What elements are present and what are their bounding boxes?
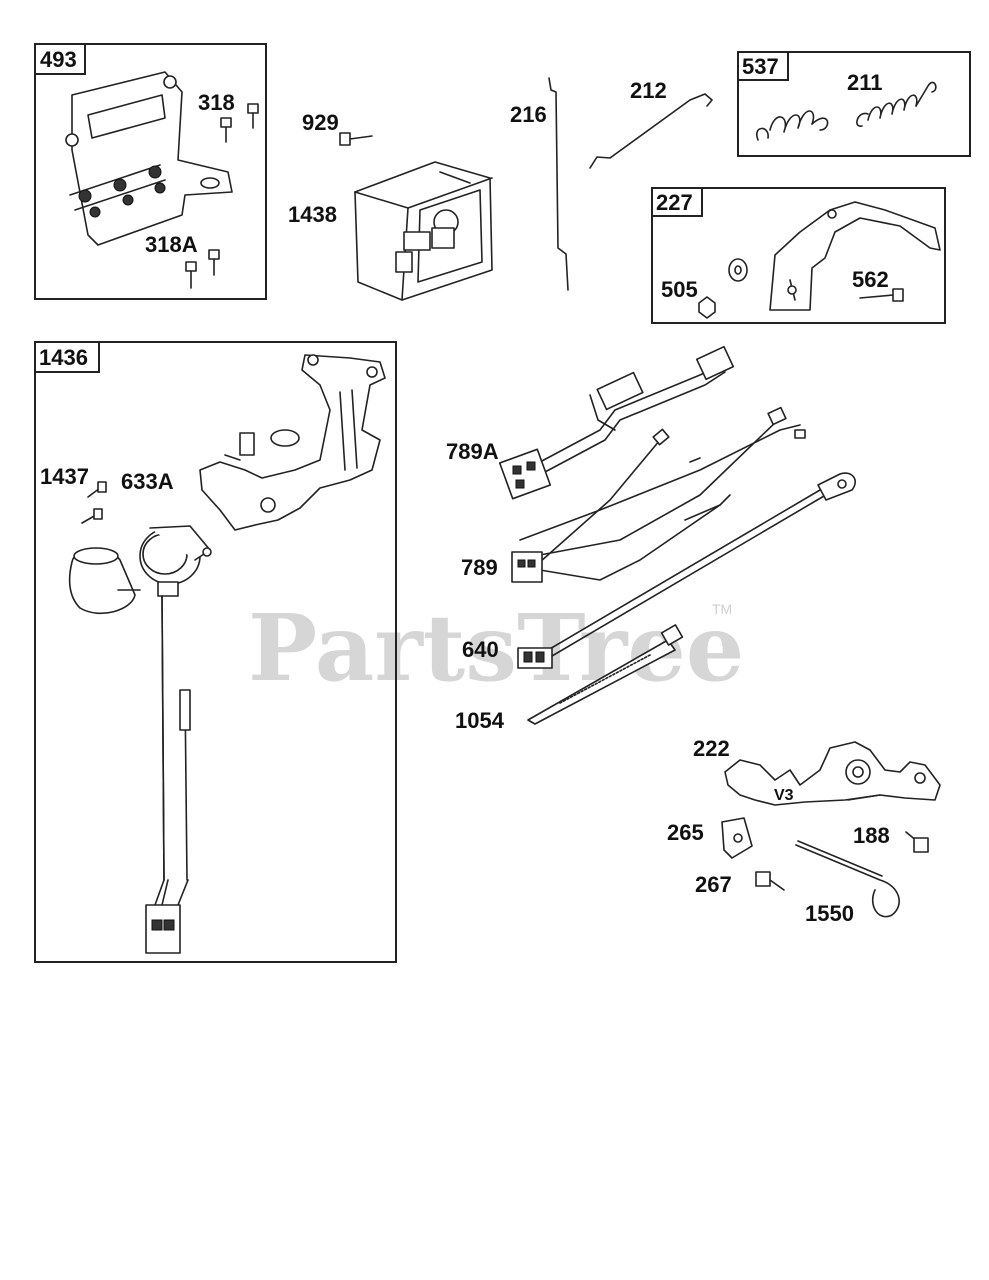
part-marking-V3: V3 — [774, 787, 794, 804]
part-label-265[interactable]: 265 — [667, 820, 704, 845]
part-label-318[interactable]: 318 — [198, 90, 235, 115]
group-537-frame — [737, 51, 971, 157]
screw-318-icon[interactable] — [220, 103, 259, 143]
cable-tie-1054[interactable] — [527, 624, 684, 725]
group-1436: 1436 1437 633A — [34, 341, 397, 963]
screw-267-icon[interactable] — [755, 871, 785, 891]
group-537-label[interactable]: 537 — [742, 54, 779, 79]
spring-1550-icon[interactable] — [795, 840, 900, 918]
group-493-label[interactable]: 493 — [40, 47, 77, 72]
part-label-212[interactable]: 212 — [630, 78, 667, 103]
rod-216[interactable] — [548, 77, 569, 291]
group-493: 493 318 — [34, 43, 267, 300]
spring-211-icon[interactable] — [856, 81, 937, 127]
washer-505-icon[interactable] — [698, 258, 748, 319]
wire-640[interactable] — [517, 472, 856, 669]
group-493-frame — [34, 43, 267, 300]
part-label-1438[interactable]: 1438 — [288, 202, 337, 227]
group-1436-label[interactable]: 1436 — [39, 345, 88, 370]
part-label-640[interactable]: 640 — [462, 637, 499, 662]
part-label-318A[interactable]: 318A — [145, 232, 198, 257]
part-label-633A[interactable]: 633A — [121, 469, 174, 494]
link-212[interactable] — [589, 93, 713, 169]
group-227-tab — [651, 187, 703, 217]
harness-789[interactable] — [511, 406, 806, 583]
screw-188-icon[interactable] — [905, 831, 929, 853]
screw-929-icon[interactable] — [339, 132, 373, 146]
group-537: 537 211 — [737, 51, 971, 157]
spring-537-icon[interactable] — [755, 110, 829, 141]
bracket-227[interactable] — [769, 201, 941, 311]
harness-789A[interactable] — [498, 345, 735, 500]
watermark-trademark: TM — [712, 601, 732, 617]
screw-318A-icon[interactable] — [185, 249, 220, 289]
part-label-929[interactable]: 929 — [302, 110, 339, 135]
part-label-211[interactable]: 211 — [847, 70, 883, 95]
mounting-bracket-493[interactable] — [65, 71, 233, 246]
part-label-789[interactable]: 789 — [461, 555, 498, 580]
part-label-216[interactable]: 216 — [510, 102, 547, 127]
module-1438[interactable] — [354, 161, 493, 301]
part-label-1437[interactable]: 1437 — [40, 464, 89, 489]
part-label-1550[interactable]: 1550 — [805, 901, 854, 926]
screw-562-icon[interactable] — [859, 288, 904, 302]
ignition-switch[interactable] — [139, 525, 212, 597]
group-1436-tab — [34, 341, 100, 373]
group-493-tab — [34, 43, 86, 75]
screw-1437-icon[interactable] — [81, 481, 107, 524]
part-label-222[interactable]: 222 — [693, 736, 730, 761]
key-switch-knob[interactable] — [68, 547, 141, 615]
group-1436-frame — [34, 341, 397, 963]
part-label-188[interactable]: 188 — [853, 823, 890, 848]
clip-265-icon[interactable] — [721, 817, 753, 859]
part-label-267[interactable]: 267 — [695, 872, 732, 897]
group-537-tab — [737, 51, 789, 81]
control-bracket-1436[interactable] — [199, 354, 386, 531]
switch-harness[interactable] — [145, 595, 191, 954]
part-label-1054[interactable]: 1054 — [455, 708, 505, 733]
bracket-222[interactable] — [724, 741, 941, 806]
group-227-label[interactable]: 227 — [656, 190, 693, 215]
group-227: 227 505 562 — [651, 187, 946, 324]
part-label-505[interactable]: 505 — [661, 277, 698, 302]
group-227-frame — [651, 187, 946, 324]
part-label-789A[interactable]: 789A — [446, 439, 499, 464]
part-label-562[interactable]: 562 — [852, 267, 889, 292]
